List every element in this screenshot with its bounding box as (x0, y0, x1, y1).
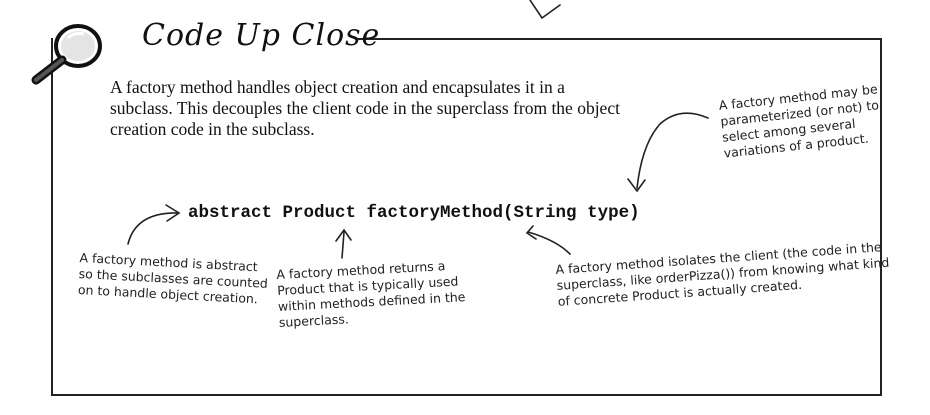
content-frame-top-border (358, 38, 880, 40)
annotation-abstract: A factory method is abstract so the subc… (77, 250, 269, 307)
page-title: Code Up Close (142, 18, 381, 53)
magnifying-glass-icon (31, 24, 102, 85)
intro-paragraph: A factory method handles object creation… (110, 77, 620, 139)
annotation-returns: A factory method returns a Product that … (276, 258, 466, 330)
code-signature: abstract Product factoryMethod(String ty… (188, 203, 640, 223)
content-frame (51, 38, 882, 396)
top-arrow-icon (529, 0, 561, 20)
